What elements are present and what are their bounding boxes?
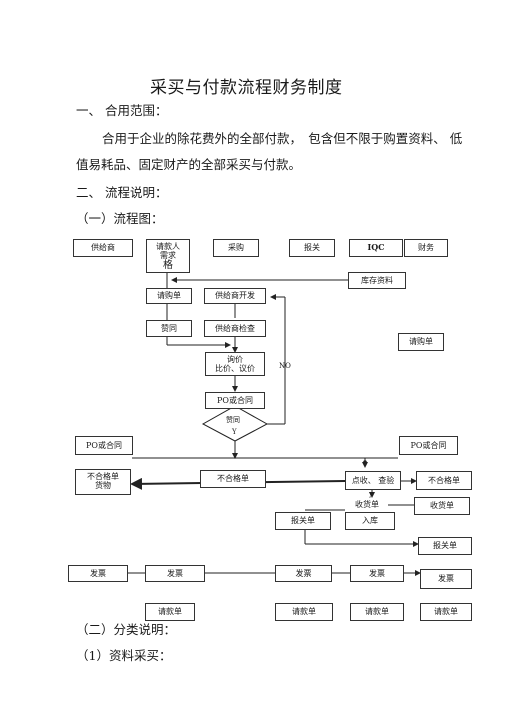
inquiry-box: 询价 比价、议价	[205, 352, 265, 376]
section-1-para-line2: 值易耗品、固定财产的全部采买与付款。	[76, 157, 302, 172]
section-2-heading: 流程说明：	[105, 185, 168, 200]
lane-iqc: IQC	[349, 239, 403, 257]
inventory-box: 库存资料	[348, 272, 406, 289]
approve-label: 赞同	[161, 323, 177, 333]
po-finance-label: PO或合同	[410, 440, 447, 450]
purchase-request-box: 请购单	[146, 288, 192, 304]
purchase-request-label: 请购单	[157, 291, 181, 301]
section-1-number: 一、	[76, 103, 102, 118]
lane-iqc-label: IQC	[367, 242, 385, 253]
rejected-goods-box: 不合格单 货物	[75, 469, 131, 495]
inventory-label: 库存资料	[361, 275, 393, 285]
inspect-label: 点收、 查验	[351, 475, 395, 485]
stock-in-label: 入库	[362, 516, 378, 526]
lane-supplier-label: 供给商	[91, 243, 115, 253]
lane-requester-label: 请款人	[156, 242, 180, 251]
lane-requester-sub2: 格	[163, 260, 173, 272]
subsection-flowchart: （一）流程图：	[76, 211, 164, 226]
invoice-requester-label: 发票	[167, 568, 183, 578]
approve-box: 赞同	[146, 320, 192, 337]
rejection-iqc-label: 不合格单	[428, 475, 460, 485]
invoice-iqc-box: 发票	[350, 565, 404, 582]
lane-customs-label: 报关	[304, 243, 320, 253]
rejection-form-box: 不合格单	[200, 470, 266, 488]
payment-request-4-box: 请款单	[420, 603, 472, 621]
subsection-categories: （二）分类说明：	[76, 622, 177, 637]
subsection-materials: （1）资料采买：	[76, 648, 172, 663]
invoice-finance-label: 发票	[438, 574, 454, 584]
section-1-heading: 合用范围：	[105, 103, 168, 118]
payment-request-3-label: 请款单	[365, 607, 389, 617]
invoice-finance-box: 发票	[420, 569, 472, 589]
po-supplier-label: PO或合同	[86, 440, 122, 450]
supplier-dev-label: 供给商开发	[215, 291, 255, 301]
invoice-requester-box: 发票	[145, 565, 205, 582]
supplier-check-box: 供给商检查	[204, 320, 266, 337]
inspect-yes-label: y	[369, 490, 373, 498]
supplier-dev-box: 供给商开发	[204, 288, 266, 304]
payment-request-3-box: 请款单	[350, 603, 404, 621]
receive-note-label: 收货单	[430, 501, 454, 511]
payment-request-1-box: 请款单	[145, 603, 195, 621]
payment-request-2-label: 请款单	[292, 607, 316, 617]
invoice-supplier-label: 发票	[90, 568, 106, 578]
rejection-form-label: 不合格单	[217, 474, 249, 484]
payment-request-2-box: 请款单	[275, 603, 333, 621]
diamond-approve-label: 赞同	[226, 416, 240, 424]
page-title: 采买与付款流程财务制度	[150, 78, 343, 98]
invoice-supplier-box: 发票	[68, 565, 128, 582]
lane-supplier: 供给商	[73, 239, 133, 257]
customs-form-finance-label: 报关单	[433, 541, 457, 551]
rejected-goods-label: 不合格单	[87, 472, 119, 481]
lane-customs: 报关	[289, 239, 335, 257]
payment-request-4-label: 请款单	[434, 607, 458, 617]
inquiry-sub-label: 比价、议价	[215, 364, 255, 373]
section-1-para-line1: 合用于企业的除花费外的全部付款， 包含但不限于购置资料、 低	[102, 131, 463, 146]
no-label: NO	[279, 362, 291, 370]
supplier-check-label: 供给商检查	[215, 323, 255, 333]
lane-finance: 财务	[404, 239, 448, 257]
po-finance-box: PO或合同	[399, 436, 458, 455]
inspect-box: 点收、 查验	[345, 471, 401, 490]
customs-form-label: 报关单	[291, 516, 315, 526]
invoice-customs-label: 发票	[295, 568, 312, 578]
po-box: PO或合同	[205, 392, 265, 409]
lane-finance-label: 财务	[418, 243, 434, 253]
lane-requester: 请款人 需求 格	[146, 239, 190, 273]
invoice-customs-box: 发票	[275, 565, 332, 582]
po-label: PO或合同	[217, 395, 253, 405]
inquiry-label: 询价	[227, 354, 243, 364]
rejection-iqc-box: 不合格单	[416, 471, 472, 490]
finance-request-box: 请购单	[398, 333, 444, 351]
lane-requester-sub: 需求	[160, 251, 176, 261]
lane-purchase-label: 采购	[228, 243, 244, 253]
lane-purchase: 采购	[213, 239, 259, 257]
receive-note-box: 收货单	[414, 497, 470, 515]
section-2-number: 二、	[76, 185, 102, 200]
stock-in-box: 入库	[345, 512, 395, 530]
po-supplier-box: PO或合同	[75, 436, 133, 455]
finance-request-label: 请购单	[409, 337, 433, 347]
customs-form-finance-box: 报关单	[418, 537, 472, 555]
rejected-goods-sub: 货物	[95, 481, 111, 491]
payment-request-1-label: 请款单	[158, 607, 182, 617]
customs-form-box: 报关单	[275, 512, 331, 530]
diamond-yes-label: Y	[232, 428, 237, 436]
receive-label: 收货单	[355, 500, 379, 509]
invoice-iqc-label: 发票	[369, 568, 385, 578]
